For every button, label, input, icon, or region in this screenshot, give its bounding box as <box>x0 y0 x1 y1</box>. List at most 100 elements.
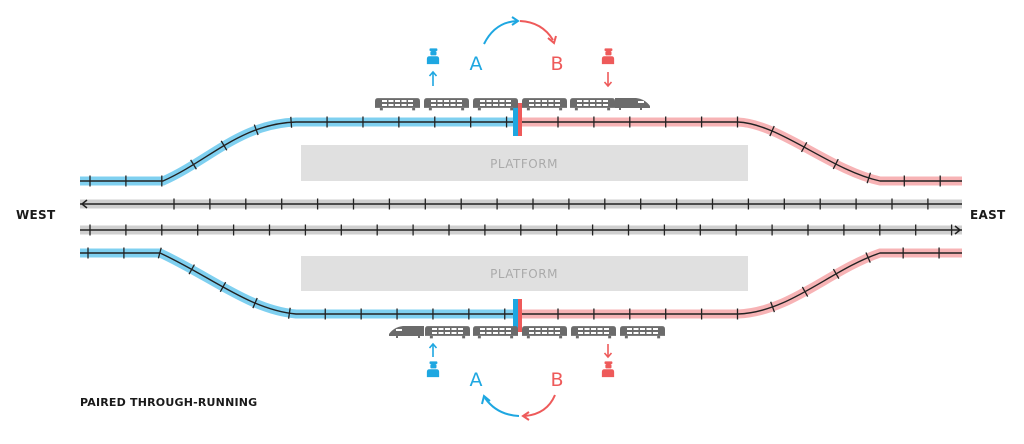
coach-window <box>506 328 511 330</box>
passenger-b-south <box>601 344 615 378</box>
platform-north-label: PLATFORM <box>490 157 558 171</box>
track-tie <box>287 307 291 319</box>
coach-window <box>597 328 603 330</box>
coach-window <box>577 104 582 106</box>
coach-window <box>458 332 463 334</box>
person-icon <box>601 48 615 65</box>
coach-window <box>529 104 534 106</box>
coach-window <box>431 100 436 102</box>
locomotive <box>389 326 424 336</box>
coach-window <box>597 332 603 334</box>
coach-window <box>493 100 498 102</box>
coach-window <box>506 104 511 106</box>
coach-window <box>584 328 590 330</box>
platform-track-south-a-rail <box>80 252 516 315</box>
coach-window <box>480 328 485 330</box>
coach-window <box>555 332 560 334</box>
coach-window <box>590 100 595 102</box>
coach-window <box>506 332 511 334</box>
coach-window <box>438 328 444 330</box>
coach-window <box>529 100 534 102</box>
track-tie <box>290 116 293 128</box>
coach-window <box>627 328 632 330</box>
coach-window <box>584 332 590 334</box>
coach-window <box>486 104 492 106</box>
track-tie <box>866 172 872 184</box>
coach-window <box>382 104 387 106</box>
platform-track-south-b-rail <box>520 252 962 315</box>
coach-window <box>591 328 596 330</box>
split-marker-south <box>513 299 522 332</box>
service-a-label-south: A <box>470 369 483 391</box>
track-tie <box>252 297 258 309</box>
coach-window <box>646 328 652 330</box>
coach-window <box>382 100 387 102</box>
coach-window <box>535 104 541 106</box>
coach-window <box>480 104 485 106</box>
coach-window <box>548 104 554 106</box>
coach-window <box>640 332 645 334</box>
arrow-right-icon <box>511 16 520 26</box>
coach-window <box>535 328 541 330</box>
coach-window <box>542 100 547 102</box>
coach-window <box>457 104 462 106</box>
person-icon <box>601 361 615 378</box>
train-north-windows <box>382 100 644 106</box>
track-tie <box>188 264 195 275</box>
coach-window <box>480 100 485 102</box>
coach-window <box>548 100 554 102</box>
coach-window <box>451 332 457 334</box>
coach-window <box>486 328 492 330</box>
coach-window <box>529 332 534 334</box>
coach-window <box>486 100 492 102</box>
coach-window <box>548 328 554 330</box>
coach-window <box>432 328 437 330</box>
coach-window <box>408 100 413 102</box>
coach-window <box>542 328 547 330</box>
coach-window <box>646 332 652 334</box>
coach-window <box>548 332 554 334</box>
coach-window <box>445 328 450 330</box>
track-tie <box>157 247 162 259</box>
coach-window <box>578 332 583 334</box>
coach-window <box>388 100 394 102</box>
coach-window <box>596 100 602 102</box>
coach-window <box>486 332 492 334</box>
transfer-arc-south <box>481 394 556 421</box>
coach-window <box>555 104 560 106</box>
diagram-title: PAIRED THROUGH-RUNNING <box>80 396 258 409</box>
platform-track-north-b-rail <box>520 121 962 182</box>
coach-window <box>535 332 541 334</box>
coach-window <box>437 100 443 102</box>
locomotive-window <box>396 329 402 331</box>
track-tie <box>865 252 871 263</box>
coach-window <box>458 328 463 330</box>
coach-window <box>583 100 589 102</box>
coach-window <box>555 100 560 102</box>
platform-track-north-a-rail <box>80 121 516 182</box>
coach-window <box>450 104 456 106</box>
platform-north: PLATFORM <box>301 145 748 181</box>
arrow-right-icon <box>954 225 962 235</box>
coach-window <box>577 100 582 102</box>
passenger-b-north <box>601 48 615 88</box>
coach-window <box>431 104 436 106</box>
coach-window <box>438 332 444 334</box>
coach-window <box>432 332 437 334</box>
direction-west-label: WEST <box>16 208 56 222</box>
coach-window <box>401 104 407 106</box>
service-b-label-north: B <box>550 53 563 75</box>
track-tie <box>770 301 776 313</box>
locomotive <box>615 98 650 108</box>
passenger-a-south <box>426 342 440 378</box>
coach-window <box>603 100 608 102</box>
coach-window <box>480 332 485 334</box>
coach-window <box>395 104 400 106</box>
coach-window <box>542 332 547 334</box>
transfer-arc-north <box>483 16 557 45</box>
person-icon <box>426 361 440 378</box>
coach-window <box>437 104 443 106</box>
coach-window <box>578 328 583 330</box>
coach-window <box>555 328 560 330</box>
